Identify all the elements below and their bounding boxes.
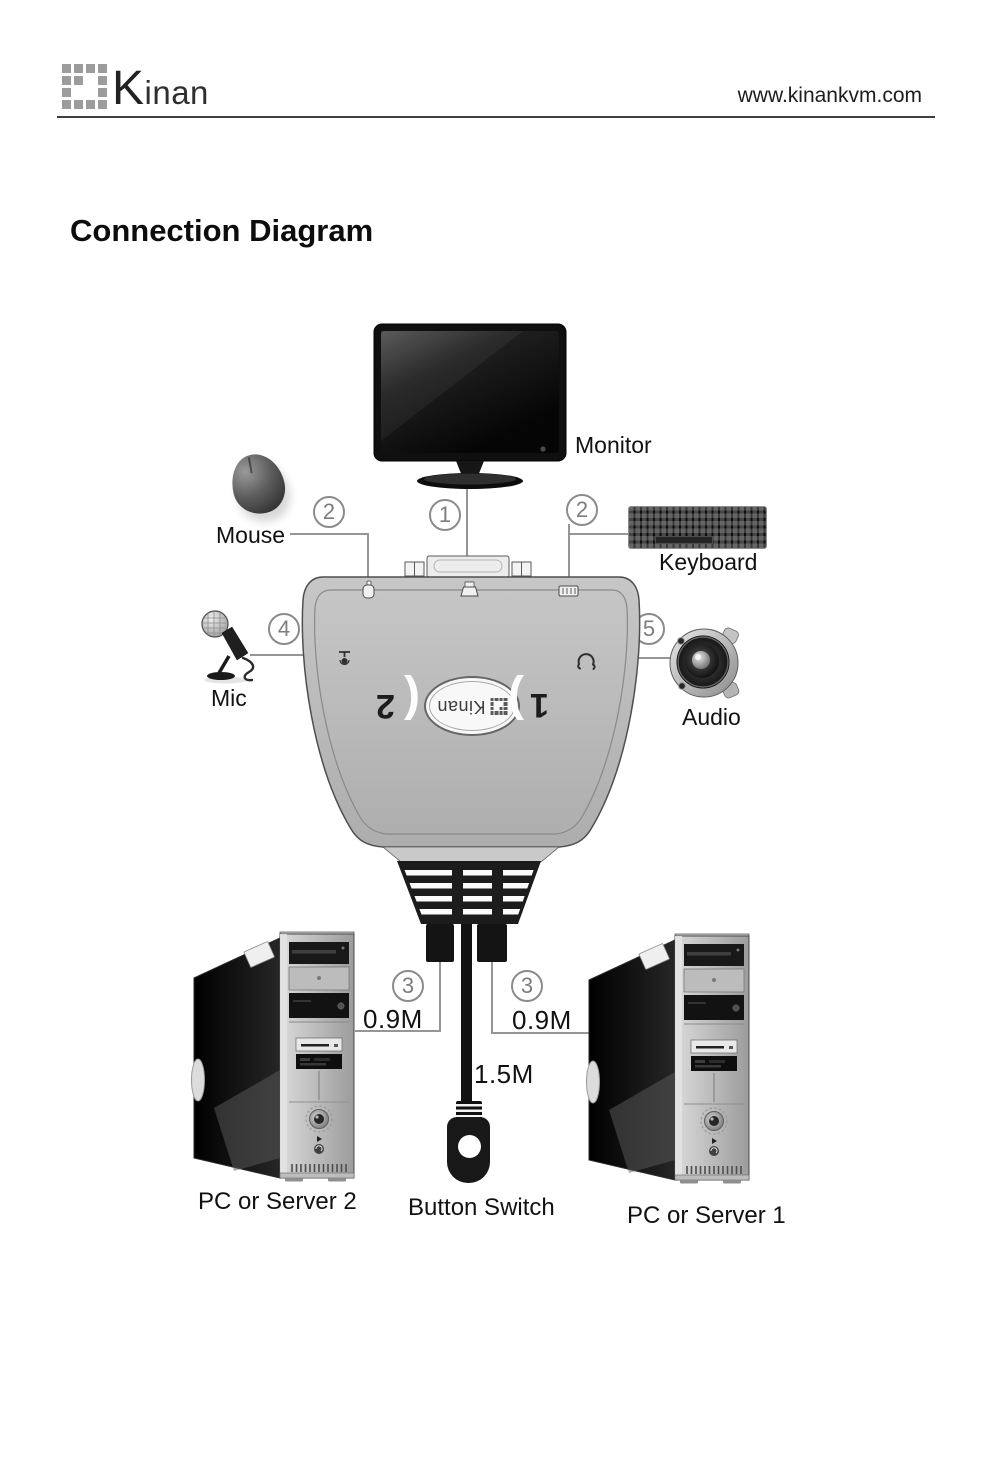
callout-keyboard: 2 [566, 494, 598, 526]
cable-length-left: 0.9M [363, 1004, 423, 1034]
keyboard-label: Keyboard [659, 549, 758, 575]
button-switch-label: Button Switch [408, 1194, 555, 1221]
kvm-connector-left [426, 924, 454, 962]
cable-length-center: 1.5M [474, 1059, 534, 1089]
mouse-label: Mouse [216, 522, 286, 548]
button-switch-strain-relief [456, 1101, 482, 1119]
keyboard-cable-line-v [568, 524, 570, 588]
mouse-image [225, 448, 291, 520]
mouse-port-icon [362, 580, 375, 599]
speaker-image [669, 627, 740, 699]
kvm-paren-left: ( [404, 674, 420, 727]
kvm-brand-badge: Kinan [424, 676, 520, 736]
mic-port-icon [339, 651, 350, 666]
brand-logotype: Kinan [112, 62, 209, 115]
kvm-connector-right [477, 924, 507, 962]
keyboard-image [628, 506, 767, 549]
kinan-badge-dots-icon [490, 697, 508, 715]
vga-port-icon [460, 581, 479, 597]
kvm-switch-image [301, 555, 641, 962]
pc1-cable-line-h [491, 1032, 590, 1034]
pc2-cable-line-h [355, 1030, 441, 1032]
pc-tower-right-image [585, 933, 750, 1184]
keyboard-port-icon [558, 585, 579, 597]
kvm-port-2-label: 2 [376, 687, 395, 725]
callout-cable-right: 3 [511, 970, 543, 1002]
monitor-cable-line [466, 487, 468, 557]
callout-mouse: 2 [313, 496, 345, 528]
mouse-cable-line-h [290, 533, 369, 535]
kvm-port-1-label: 1 [530, 686, 549, 724]
cable-length-right: 0.9M [512, 1005, 572, 1035]
mouse-cable-line-v [367, 533, 369, 578]
monitor-image [373, 323, 567, 489]
kvm-badge-brand: Kinan [436, 696, 486, 717]
mic-image [201, 610, 255, 684]
monitor-label: Monitor [575, 432, 652, 458]
button-switch-cable [461, 920, 472, 1106]
kvm-cable-boot [397, 861, 541, 924]
kinan-logo-dots-icon [62, 64, 107, 109]
page-title: Connection Diagram [70, 213, 374, 248]
header-divider [57, 116, 935, 118]
audio-label: Audio [682, 704, 741, 730]
pc2-cable-line-v [439, 962, 441, 1032]
pc-left-label: PC or Server 2 [198, 1188, 357, 1215]
kvm-vga-connector [404, 555, 532, 578]
button-switch-button [458, 1135, 481, 1158]
audio-cable-line [612, 657, 670, 659]
pc-right-label: PC or Server 1 [627, 1202, 786, 1229]
monitor-power-led [540, 446, 546, 452]
mic-label: Mic [211, 685, 247, 711]
mic-cable-line [250, 654, 318, 656]
callout-monitor: 1 [429, 499, 461, 531]
pc1-cable-line-v [491, 962, 493, 1034]
kvm-paren-right: ) [508, 674, 524, 727]
pc-tower-left-image [190, 931, 355, 1182]
callout-cable-left: 3 [392, 970, 424, 1002]
callout-mic: 4 [268, 613, 300, 645]
headphone-port-icon [577, 653, 596, 670]
website-url: www.kinankvm.com [737, 84, 922, 107]
keyboard-cable-line-h [568, 533, 628, 535]
